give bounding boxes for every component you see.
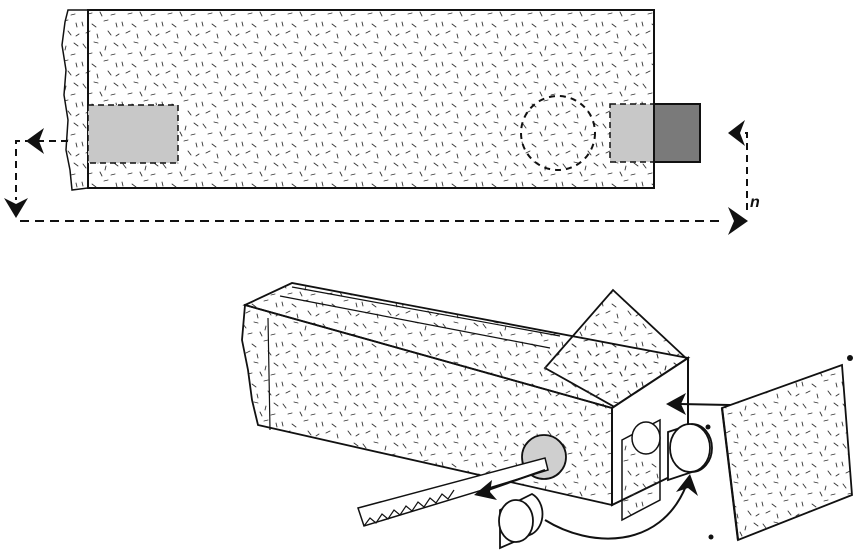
arrow-left-icon [474, 480, 497, 500]
arrow-down-icon [4, 198, 28, 218]
saw-blade-icon [357, 457, 549, 527]
iso-end-dowel-cap [669, 423, 711, 473]
iso-top-groove [279, 295, 551, 349]
offset-label: n [750, 194, 760, 211]
iso-view [241, 282, 853, 550]
iso-end-dowel-face [631, 421, 661, 455]
iso-pull-arrow [487, 469, 546, 491]
arrow-left-icon [666, 393, 686, 415]
iso-loose-dowel-cap [498, 499, 534, 543]
arrow-up-icon [676, 474, 698, 496]
iso-patch-edge [720, 407, 740, 541]
plan-right-inlay [609, 103, 655, 163]
ref-dot [705, 424, 711, 430]
plan-view: n [4, 9, 760, 235]
plan-right-dimension [735, 132, 748, 210]
plan-beam [87, 9, 655, 189]
ref-dot [847, 355, 853, 361]
arrow-left-icon [26, 128, 44, 154]
iso-top-groove [291, 286, 561, 337]
arrow-right-icon [728, 207, 748, 235]
iso-swap-arrow [544, 485, 687, 540]
plan-torn-end [61, 9, 89, 191]
plan-dowel-hole [520, 95, 596, 171]
iso-front-edge [267, 317, 271, 431]
iso-insert-arrow [679, 403, 731, 406]
arrow-left-icon [728, 120, 745, 146]
iso-patch-block [721, 363, 853, 542]
plan-left-inlay [87, 104, 179, 164]
plan-right-protrusion [653, 103, 701, 163]
ref-dot [708, 534, 714, 540]
